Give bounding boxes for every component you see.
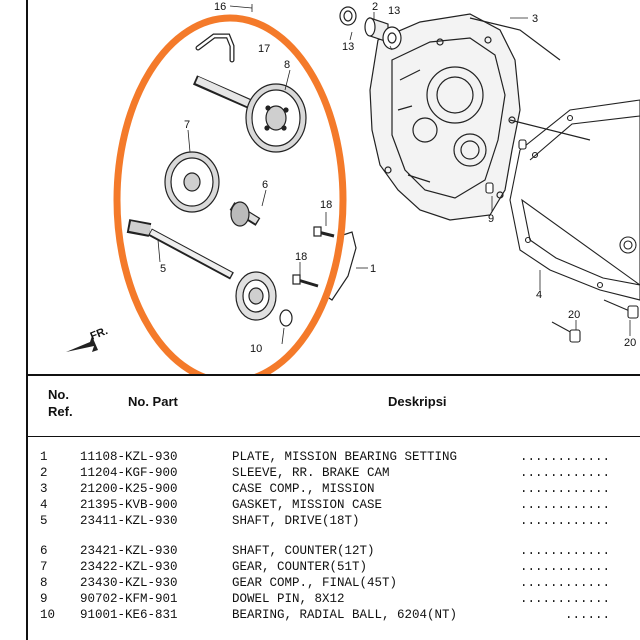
front-direction-arrow: FR. xyxy=(66,325,110,352)
table-row: 7 23422-KZL-930 GEAR, COUNTER(51T) .....… xyxy=(28,560,640,576)
table-row: 5 23411-KZL-930 SHAFT, DRIVE(18T) ......… xyxy=(28,514,640,530)
callout-10: 10 xyxy=(250,343,262,355)
callout-18-lower: 18 xyxy=(295,251,307,263)
row-ref: 6 xyxy=(40,544,48,558)
row-leader-dots: ............ xyxy=(519,544,610,558)
row-ref: 2 xyxy=(40,466,48,480)
row-ref: 3 xyxy=(40,482,48,496)
row-part-number: 23411-KZL-930 xyxy=(80,514,178,528)
table-row: 9 90702-KFM-901 DOWEL PIN, 8X12 ........… xyxy=(28,592,640,608)
column-header-ref-line1: No. xyxy=(48,387,69,402)
row-ref: 7 xyxy=(40,560,48,574)
row-part-number: 11204-KGF-900 xyxy=(80,466,178,480)
table-row: 8 23430-KZL-930 GEAR COMP., FINAL(45T) .… xyxy=(28,576,640,592)
row-description: CASE COMP., MISSION xyxy=(232,482,375,496)
row-part-number: 11108-KZL-930 xyxy=(80,450,178,464)
row-description: SLEEVE, RR. BRAKE CAM xyxy=(232,466,390,480)
row-description: GEAR COMP., FINAL(45T) xyxy=(232,576,398,590)
callout-13-left: 13 xyxy=(342,41,354,53)
table-row: 2 11204-KGF-900 SLEEVE, RR. BRAKE CAM ..… xyxy=(28,466,640,482)
callout-7: 7 xyxy=(184,119,190,131)
row-leader-dots: ...... xyxy=(564,608,610,622)
header-rule xyxy=(28,436,640,437)
table-row: 4 21395-KVB-900 GASKET, MISSION CASE ...… xyxy=(28,498,640,514)
callout-2: 2 xyxy=(372,1,378,13)
row-leader-dots: ............ xyxy=(519,514,610,528)
row-ref: 4 xyxy=(40,498,48,512)
callout-1: 1 xyxy=(370,263,376,275)
row-part-number: 23421-KZL-930 xyxy=(80,544,178,558)
row-description: SHAFT, DRIVE(18T) xyxy=(232,514,360,528)
gear-train-drawing xyxy=(126,33,357,327)
exploded-parts-diagram: FR. 16 17 8 7 6 5 18 18 1 10 2 13 13 3 9… xyxy=(66,1,640,374)
row-part-number: 23422-KZL-930 xyxy=(80,560,178,574)
callout-3: 3 xyxy=(532,13,538,25)
parts-table-header: No. Ref. No. Part Deskripsi xyxy=(28,380,640,432)
table-row: 3 21200-K25-900 CASE COMP., MISSION ....… xyxy=(28,482,640,498)
callout-18-upper: 18 xyxy=(320,199,332,211)
row-ref: 9 xyxy=(40,592,48,606)
row-description: GEAR, COUNTER(51T) xyxy=(232,560,368,574)
highlight-ellipse xyxy=(113,14,347,374)
gasket-drawing xyxy=(509,99,640,301)
callout-20-right: 20 xyxy=(624,337,636,349)
callout-9: 9 xyxy=(488,213,494,225)
row-description: SHAFT, COUNTER(12T) xyxy=(232,544,375,558)
sleeve-and-seals-drawing xyxy=(339,6,402,50)
column-header-description: Deskripsi xyxy=(388,394,447,409)
column-header-ref-line2: Ref. xyxy=(48,404,73,419)
table-row: 1 11108-KZL-930 PLATE, MISSION BEARING S… xyxy=(28,450,640,466)
callout-8: 8 xyxy=(284,59,290,71)
row-ref: 8 xyxy=(40,576,48,590)
row-leader-dots: ............ xyxy=(519,560,610,574)
row-description: PLATE, MISSION BEARING SETTING xyxy=(232,450,458,464)
row-description: DOWEL PIN, 8X12 xyxy=(232,592,345,606)
leader-lines xyxy=(157,4,631,345)
column-header-ref: No. Ref. xyxy=(48,386,73,420)
diagram-table-divider xyxy=(26,374,640,376)
callout-13-right: 13 xyxy=(388,5,400,17)
column-header-part-number: No. Part xyxy=(128,394,178,409)
table-row: 10 91001-KE6-831 BEARING, RADIAL BALL, 6… xyxy=(28,608,640,624)
row-leader-dots: ............ xyxy=(519,498,610,512)
callout-20-left: 20 xyxy=(568,309,580,321)
callout-4: 4 xyxy=(536,289,542,301)
row-leader-dots: ............ xyxy=(519,466,610,480)
row-leader-dots: ............ xyxy=(519,576,610,590)
callout-17: 17 xyxy=(258,43,270,55)
row-part-number: 23430-KZL-930 xyxy=(80,576,178,590)
callout-6: 6 xyxy=(262,179,268,191)
row-part-number: 90702-KFM-901 xyxy=(80,592,178,606)
direction-label: FR. xyxy=(89,325,110,343)
row-part-number: 21200-K25-900 xyxy=(80,482,178,496)
callout-5: 5 xyxy=(160,263,166,275)
dowel-pins-and-bolts-drawing xyxy=(485,139,639,343)
row-part-number: 91001-KE6-831 xyxy=(80,608,178,622)
row-leader-dots: ............ xyxy=(519,592,610,606)
row-leader-dots: ............ xyxy=(519,450,610,464)
callout-16: 16 xyxy=(214,1,226,13)
callout-numbers: 16 17 8 7 6 5 18 18 1 10 2 13 13 3 9 4 2… xyxy=(160,1,636,355)
row-ref: 5 xyxy=(40,514,48,528)
table-row: 6 23421-KZL-930 SHAFT, COUNTER(12T) ....… xyxy=(28,544,640,560)
row-ref: 1 xyxy=(40,450,48,464)
mission-case-drawing xyxy=(369,13,591,221)
row-description: GASKET, MISSION CASE xyxy=(232,498,383,512)
parts-table-body: 1 11108-KZL-930 PLATE, MISSION BEARING S… xyxy=(28,450,640,624)
row-description: BEARING, RADIAL BALL, 6204(NT) xyxy=(232,608,458,622)
row-ref: 10 xyxy=(40,608,56,622)
frame-left-border xyxy=(26,0,28,640)
row-leader-dots: ............ xyxy=(519,482,610,496)
row-part-number: 21395-KVB-900 xyxy=(80,498,178,512)
